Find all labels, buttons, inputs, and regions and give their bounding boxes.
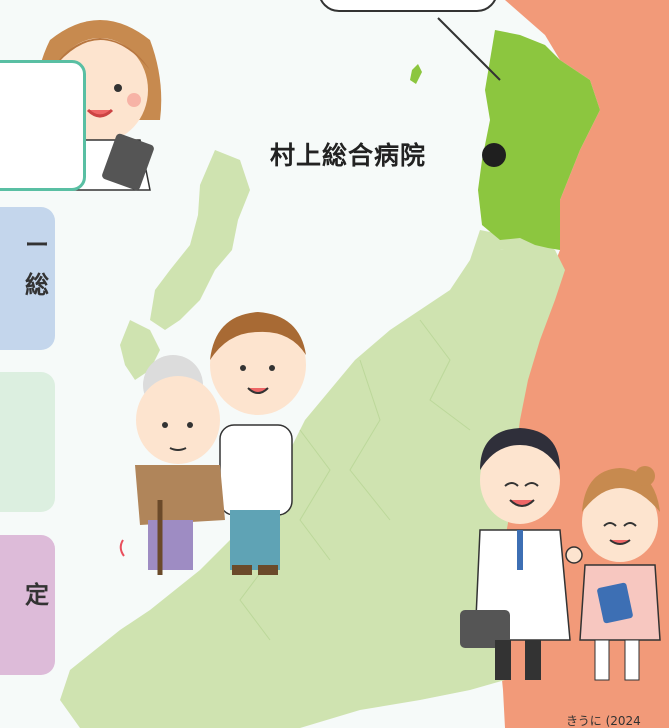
- nurse-2-illustration: [565, 466, 661, 681]
- highlighted-region: [478, 30, 600, 250]
- hospital-label: 村上総合病院: [270, 141, 427, 170]
- speech-frame: [0, 60, 86, 191]
- info-card-3-line-1: 定: [25, 581, 49, 609]
- doctor-illustration: [460, 428, 571, 680]
- callout-leader-line: [437, 17, 501, 81]
- info-card-2[interactable]: [0, 372, 55, 512]
- top-callout: [318, 0, 498, 12]
- info-card-3[interactable]: 定: [0, 535, 55, 675]
- caregiver-illustration: [210, 312, 306, 575]
- source-text: きうに (2024: [566, 714, 641, 728]
- info-card-1-line-2: 総: [25, 271, 49, 299]
- island: [120, 150, 250, 380]
- elderly-woman-illustration: [119, 355, 225, 575]
- hospital-location-marker: [482, 143, 506, 167]
- small-island: [410, 64, 422, 84]
- info-card-1-line-1: ー: [25, 231, 49, 259]
- info-card-1[interactable]: ー 総: [0, 207, 55, 350]
